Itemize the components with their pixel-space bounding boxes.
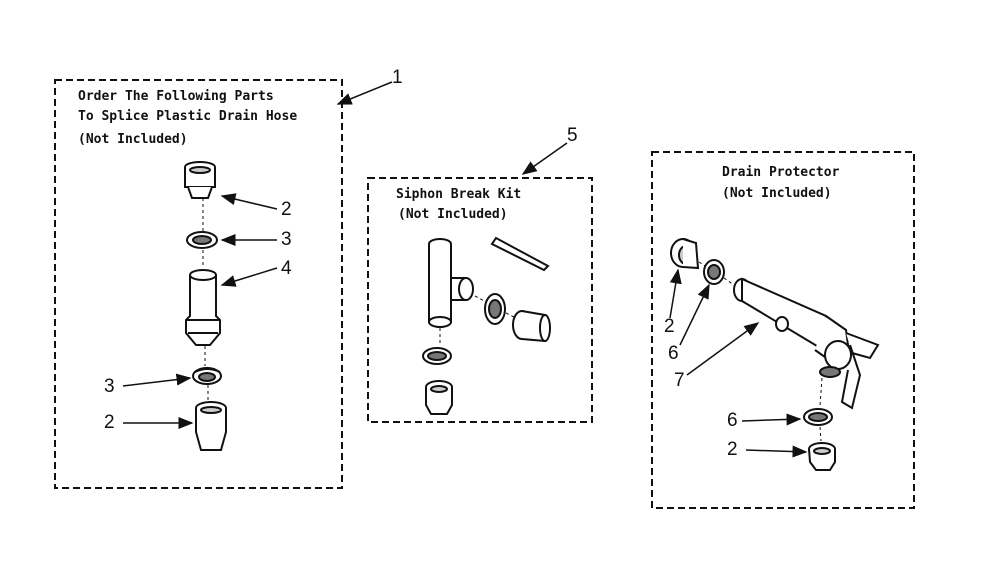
ref-number-5: 5 (567, 125, 578, 146)
right-leader-6a (679, 283, 710, 346)
middle-parts (422, 236, 551, 415)
right-callout-2a: 2 (664, 316, 675, 337)
siphon-clamp (484, 293, 506, 325)
adapter-part-top (184, 161, 216, 199)
protector-valve-body (733, 277, 880, 410)
right-callout-6a: 6 (668, 343, 679, 364)
middle-panel-title-line2: (Not Included) (398, 207, 508, 222)
siphon-tee (428, 238, 474, 328)
right-panel-title-line2: (Not Included) (722, 186, 832, 201)
right-leader-2a (669, 268, 682, 319)
right-panel-title-line1: Drain Protector (722, 165, 840, 180)
middle-panel-title-line1: Siphon Break Kit (396, 187, 522, 202)
right-callout-6b: 6 (727, 410, 738, 431)
left-panel-title-line3: (Not Included) (78, 132, 188, 147)
protector-adapter-top (670, 238, 700, 270)
left-panel-border (54, 79, 343, 489)
siphon-pin (490, 236, 550, 272)
adapter-part-bottom (195, 401, 227, 451)
clamp-part-bottom (192, 367, 222, 385)
protector-adapter-bottom (808, 442, 836, 471)
right-callout-7: 7 (674, 370, 685, 391)
left-callout-3b: 3 (104, 376, 115, 397)
left-callout-2b: 2 (104, 412, 115, 433)
ref-1-leader (336, 81, 393, 105)
middle-panel-border (367, 177, 593, 423)
siphon-fitting-right (512, 310, 551, 343)
left-leader-2a (220, 193, 278, 210)
left-leader-3b (122, 373, 192, 387)
protector-clamp-top (703, 259, 725, 285)
right-parts (670, 238, 880, 471)
right-panel-border (651, 151, 915, 509)
ref-5-leader (521, 142, 568, 175)
protector-clamp-bottom (803, 408, 833, 426)
coupling-part (185, 269, 221, 346)
siphon-adapter-bottom (425, 380, 453, 415)
right-leader-6b (741, 413, 802, 426)
right-callout-2b: 2 (727, 439, 738, 460)
left-callout-2a: 2 (281, 199, 292, 220)
left-parts (184, 161, 227, 451)
right-leader-2b (745, 445, 808, 458)
right-leader-7 (686, 322, 760, 376)
left-panel-title-line2: To Splice Plastic Drain Hose (78, 109, 298, 124)
left-panel-title-line1: Order The Following Parts (78, 89, 274, 104)
left-callout-4: 4 (281, 258, 292, 279)
ref-number-1: 1 (392, 67, 403, 88)
left-callout-3a: 3 (281, 229, 292, 250)
siphon-clamp-bottom (422, 347, 452, 365)
left-leader-4 (220, 267, 278, 287)
clamp-part-top (186, 231, 218, 249)
